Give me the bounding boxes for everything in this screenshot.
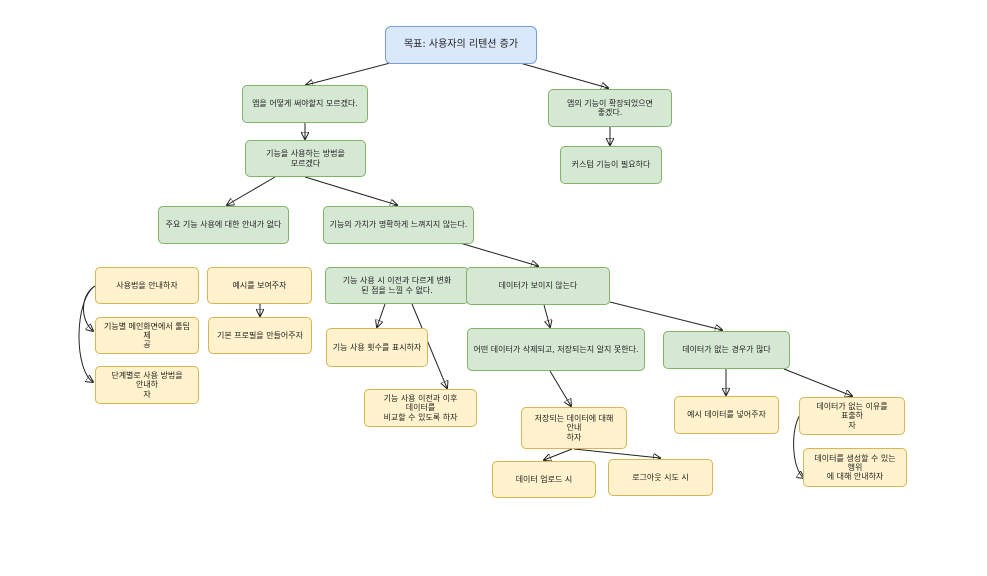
node-how-to-use-app: 앱을 어떻게 써야할지 모르겠다. <box>242 85 368 123</box>
node-show-no-data-reason: 데이터가 없는 이유를 표출하 자 <box>799 397 905 435</box>
node-data-invisible: 데이터가 보이지 않는다 <box>466 267 610 305</box>
node-value-unclear: 기능의 가치가 명확하게 느껴지지 않는다. <box>323 206 474 244</box>
node-root-goal: 목표: 사용자의 리텐션 증가 <box>385 26 537 64</box>
edge-guide-usage-to-step-guide <box>78 285 96 382</box>
edge-guide-saved-to-upload <box>544 448 573 460</box>
node-show-count: 기능 사용 횟수를 표시하자 <box>326 328 428 367</box>
node-unknown-usage: 기능을 사용하는 방법을 모르겠다 <box>245 140 366 177</box>
node-no-change-felt: 기능 사용 시 이전과 다르게 변화 된 점을 느낄 수 없다. <box>325 267 469 304</box>
node-no-guide: 주요 기능 사용에 대한 안내가 없다 <box>158 206 289 244</box>
edge-saved-unknown-to-guide-saved <box>549 370 571 406</box>
edge-reason-to-guide-action <box>793 414 804 478</box>
edge-no-data-to-reason <box>783 368 852 396</box>
node-main-tooltip: 기능별 메인화면에서 툴팁 제 공 <box>95 317 199 354</box>
edge-guide-usage-to-tooltip <box>83 285 96 331</box>
edge-unknown-usage-to-value-unclear <box>304 176 397 205</box>
edge-root-to-how-to-use <box>306 62 391 85</box>
edge-no-change-to-count <box>377 303 386 327</box>
node-data-saved-unknown: 어떤 데이터가 삭제되고, 저장되는지 알지 못한다. <box>467 328 645 371</box>
node-no-data-often: 데이터가 없는 경우가 많다 <box>663 331 790 369</box>
edge-root-to-feature-extension <box>519 62 608 88</box>
node-show-examples: 예시를 보여주자 <box>207 267 312 304</box>
node-guide-data-action: 데이터를 생성할 수 있는 행위 에 대해 안내하자 <box>803 448 907 487</box>
node-compare-data: 기능 사용 이전과 이후 데이터를 비교할 수 있도록 하자 <box>364 389 477 427</box>
node-step-guide: 단계별로 사용 방법을 안내하 자 <box>95 366 199 404</box>
node-sample-data: 예시 데이터를 넣어주자 <box>674 396 779 434</box>
node-logout-attempt: 로그아웃 시도 시 <box>608 459 713 496</box>
node-data-upload: 데이터 업로드 시 <box>492 461 596 498</box>
node-custom-feature: 커스텀 기능이 필요하다 <box>560 146 662 184</box>
node-guide-usage: 사용법을 안내하자 <box>95 267 199 304</box>
edge-guide-saved-to-logout <box>573 448 660 458</box>
node-feature-extension: 앱의 기능이 확장되었으면 좋겠다. <box>548 89 672 127</box>
edge-value-unclear-to-data-invisible <box>459 242 538 266</box>
node-guide-saved-data: 저장되는 데이터에 대해 안내 하자 <box>521 407 627 449</box>
edge-unknown-usage-to-no-guide <box>227 176 276 205</box>
node-basic-profile: 기본 프로필을 만들어주자 <box>208 317 312 354</box>
edge-data-invisible-to-saved-unknown <box>543 304 550 327</box>
edge-data-invisible-to-no-data <box>609 301 722 330</box>
edge-no-change-to-compare <box>411 303 447 388</box>
